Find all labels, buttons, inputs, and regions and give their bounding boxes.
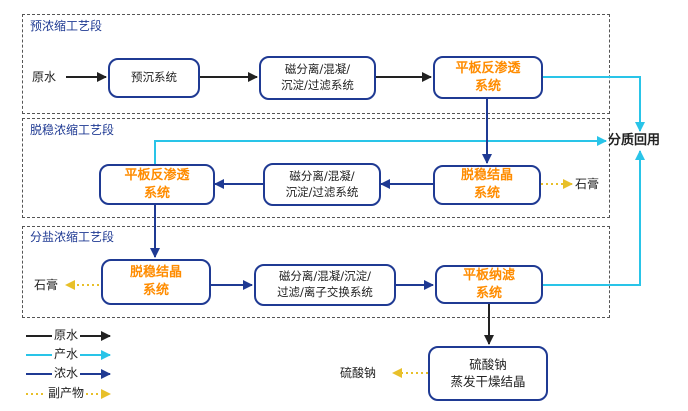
node-sodium-sulfate-drying-label: 硫酸钠 蒸发干燥结晶 — [450, 356, 526, 389]
node-magnetic-separation-3-label: 磁分离/混凝/沉淀/ 过滤/离子交换系统 — [277, 269, 373, 299]
node-pre-sedimentation: 预沉系统 — [108, 58, 200, 98]
node-magnetic-separation-3: 磁分离/混凝/沉淀/ 过滤/离子交换系统 — [254, 264, 396, 306]
label-sodium-sulfate: 硫酸钠 — [340, 366, 377, 380]
node-magnetic-separation-2: 磁分离/混凝/ 沉淀/过滤系统 — [263, 163, 381, 206]
node-flat-ro-2: 平板反渗透 系统 — [99, 164, 215, 205]
label-gypsum-2: 石膏 — [34, 278, 59, 292]
flow-ro1-product — [543, 76, 645, 132]
label-gypsum-1: 石膏 — [575, 177, 600, 191]
node-sodium-sulfate-drying: 硫酸钠 蒸发干燥结晶 — [428, 346, 548, 401]
node-flat-nf: 平板纳滤 系统 — [435, 265, 543, 304]
label-graded-reuse: 分质回用 — [608, 133, 661, 148]
node-magnetic-separation-1: 磁分离/混凝/ 沉淀/过滤系统 — [259, 56, 376, 100]
node-desalting-crystallization-2: 脱稳结晶 系统 — [101, 259, 211, 305]
node-magnetic-separation-2-label: 磁分离/混凝/ 沉淀/过滤系统 — [285, 168, 359, 199]
label-raw-water-in: 原水 — [32, 70, 57, 84]
node-flat-ro-2-label: 平板反渗透 系统 — [124, 167, 190, 201]
section-pre-concentration — [22, 14, 610, 114]
legend-label-concentrate: 浓水 — [52, 366, 81, 380]
node-flat-ro-1-label: 平板反渗透 系统 — [455, 60, 521, 94]
node-magnetic-separation-1-label: 磁分离/混凝/ 沉淀/过滤系统 — [281, 62, 354, 92]
node-pre-sedimentation-label: 预沉系统 — [131, 70, 177, 85]
section-title-salt-separation: 分盐浓缩工艺段 — [30, 230, 115, 244]
flow-ro2-product — [154, 136, 607, 164]
section-title-pre-concentration: 预浓缩工艺段 — [30, 19, 103, 33]
node-flat-nf-label: 平板纳滤 系统 — [462, 267, 515, 301]
legend-label-product: 产水 — [52, 347, 81, 361]
node-desalting-crystallization-1-label: 脱稳结晶 系统 — [460, 168, 513, 201]
flow-nf-product — [543, 150, 645, 286]
section-title-desalting-concentration: 脱稳浓缩工艺段 — [30, 123, 115, 137]
legend-label-raw: 原水 — [52, 328, 81, 342]
section-salt-separation — [22, 226, 610, 318]
legend-label-byproduct: 副产物 — [46, 386, 87, 400]
node-desalting-crystallization-1: 脱稳结晶 系统 — [433, 165, 541, 205]
section-desalting-concentration — [22, 118, 610, 218]
node-desalting-crystallization-2-label: 脱稳结晶 系统 — [129, 265, 182, 298]
node-flat-ro-1: 平板反渗透 系统 — [433, 56, 543, 99]
